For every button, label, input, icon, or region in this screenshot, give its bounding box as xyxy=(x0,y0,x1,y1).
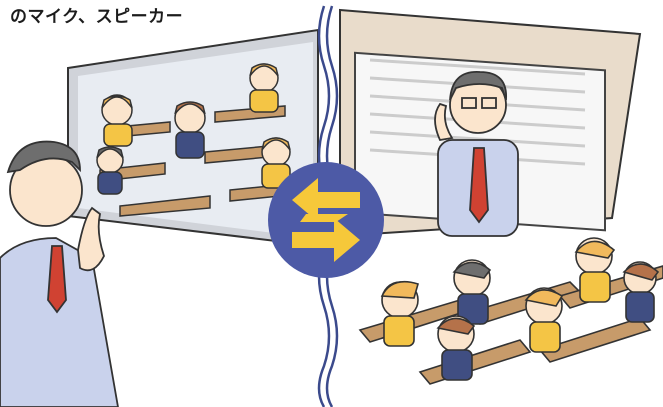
students-raising-hands xyxy=(358,237,663,385)
right-teacher-screen xyxy=(339,8,642,238)
caption-text: のマイク、スピーカー xyxy=(10,7,184,27)
left-classroom-screen xyxy=(67,28,319,248)
two-way-exchange-icon xyxy=(268,162,384,278)
man-pointing-figure xyxy=(0,140,119,407)
